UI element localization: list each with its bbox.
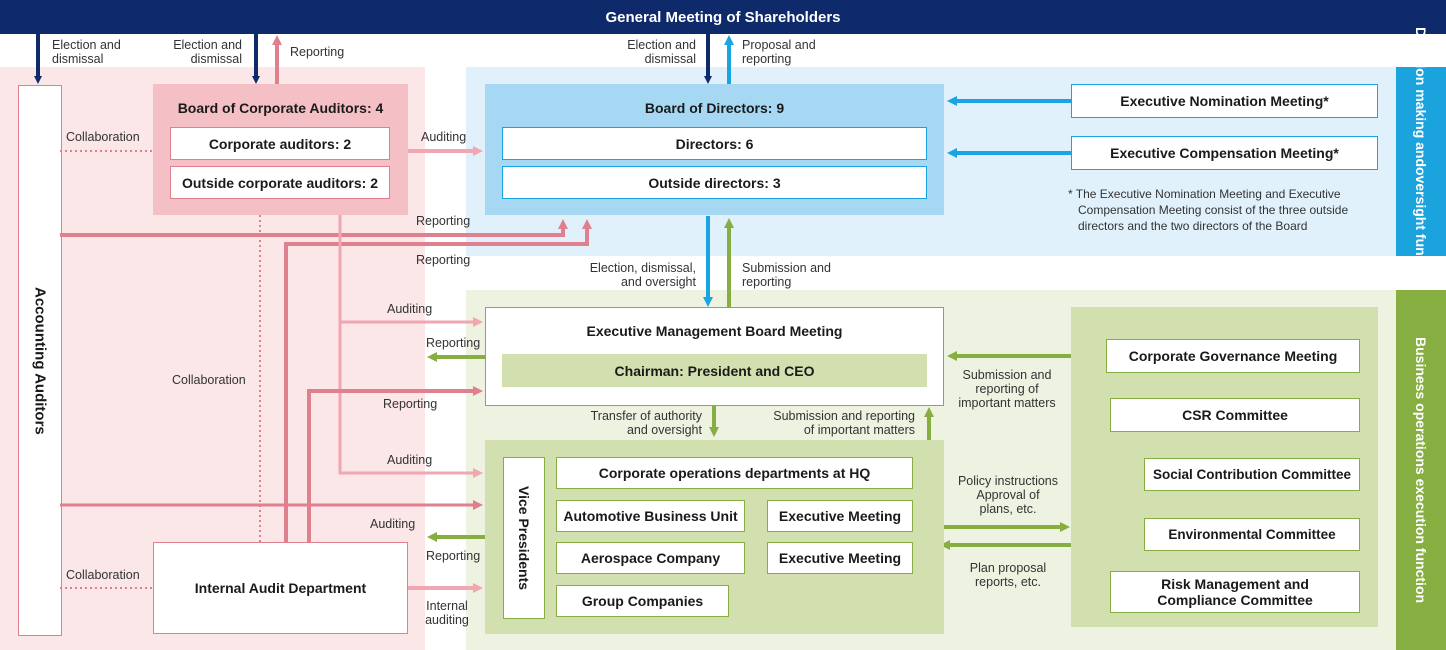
label-ia-line2: auditing	[425, 613, 469, 627]
corporate-governance-meeting-box: Corporate Governance Meeting	[1106, 339, 1360, 373]
csr-committee-box: CSR Committee	[1110, 398, 1360, 432]
corporate-auditors-box: Corporate auditors: 2	[170, 127, 390, 160]
label-election-dismissal-3: Election and dismissal	[606, 38, 696, 66]
business-side-text: Business operations execution function	[1413, 336, 1429, 604]
label-si2-line3: important matters	[958, 396, 1056, 410]
label-reporting-exec: Reporting	[426, 336, 481, 350]
label-internal-auditing: Internal auditing	[418, 599, 476, 627]
label-collaboration-top: Collaboration	[66, 130, 140, 144]
label-submission-important-2: Submission and reporting of important ma…	[947, 368, 1067, 410]
label-policy-line1: Policy instructions	[957, 474, 1059, 488]
label-collaboration-bottom: Collaboration	[66, 568, 140, 582]
footnote-line-2: Compensation Meeting consist of the thre…	[1078, 203, 1349, 217]
executive-meeting-automotive-box: Executive Meeting	[767, 500, 913, 532]
shareholders-header: General Meeting of Shareholders	[0, 0, 1446, 34]
business-side-label: Business operations execution function	[1396, 290, 1446, 650]
accounting-auditors-text: Accounting Auditors	[31, 286, 49, 435]
aerospace-company-box: Aerospace Company	[556, 542, 745, 574]
label-sr-line2: reporting	[742, 275, 792, 289]
footnote: * The Executive Nomination Meeting and E…	[1068, 186, 1348, 234]
label-ed3-line2: dismissal	[644, 52, 696, 66]
risk-line-2: Compliance Committee	[1157, 592, 1313, 608]
footnote-line-3: directors and the two directors of the B…	[1078, 219, 1308, 233]
executive-management-board-title: Executive Management Board Meeting	[586, 323, 843, 339]
label-reporting-mid: Reporting	[383, 397, 438, 411]
label-eo-line2: and oversight	[620, 275, 696, 289]
label-reporting-1: Reporting	[416, 214, 471, 228]
executive-meeting-aerospace-box: Executive Meeting	[767, 542, 913, 574]
label-eo-line1: Election, dismissal,	[589, 261, 696, 275]
label-pr-line1: Proposal and	[742, 38, 816, 52]
label-collaboration-mid: Collaboration	[172, 373, 246, 387]
label-ed1-line1: Election and	[52, 38, 121, 52]
label-auditing-ia: Auditing	[370, 517, 416, 531]
executive-compensation-meeting: Executive Compensation Meeting*	[1071, 136, 1378, 170]
label-si2-line2: reporting of	[975, 382, 1039, 396]
hq-departments-box: Corporate operations departments at HQ	[556, 457, 913, 489]
label-sr-line1: Submission and	[742, 261, 831, 275]
label-election-dismissal-1: Election and dismissal	[52, 38, 121, 66]
vice-presidents-text: Vice Presidents	[516, 485, 532, 591]
social-contribution-committee-box: Social Contribution Committee	[1144, 458, 1360, 491]
decision-side-line-2: oversight functions	[1413, 166, 1429, 297]
label-tr-line1: Transfer of authority	[590, 409, 702, 423]
environmental-committee-box: Environmental Committee	[1144, 518, 1360, 551]
shareholders-title: General Meeting of Shareholders	[605, 8, 841, 26]
label-auditing-exec: Auditing	[387, 302, 433, 316]
automotive-business-unit-box: Automotive Business Unit	[556, 500, 745, 532]
directors-box: Directors: 6	[502, 127, 927, 160]
label-auditing-board: Auditing	[421, 130, 467, 144]
chairman-box: Chairman: President and CEO	[502, 354, 927, 387]
label-election-dismissal-2: Election and dismissal	[160, 38, 242, 66]
label-si-line1: Submission and reporting	[773, 409, 915, 423]
risk-management-committee-box: Risk Management and Compliance Committee	[1110, 571, 1360, 613]
label-pp-line1: Plan proposal	[969, 561, 1047, 575]
label-ia-line1: Internal	[426, 599, 468, 613]
label-ed2-line1: Election and	[173, 38, 242, 52]
label-si2-line1: Submission and	[962, 368, 1052, 382]
label-reporting-top: Reporting	[290, 45, 345, 59]
label-pr-line2: reporting	[742, 52, 792, 66]
outside-directors-box: Outside directors: 3	[502, 166, 927, 199]
accounting-auditors-box: Accounting Auditors	[18, 85, 62, 636]
outside-corporate-auditors-box: Outside corporate auditors: 2	[170, 166, 390, 199]
executive-nomination-meeting: Executive Nomination Meeting*	[1071, 84, 1378, 118]
label-plan-proposal: Plan proposal reports, etc.	[945, 561, 1071, 589]
label-pp-line2: reports, etc.	[975, 575, 1041, 589]
label-transfer: Transfer of authority and oversight	[560, 409, 702, 437]
vice-presidents-box: Vice Presidents	[503, 457, 545, 619]
label-ed1-line2: dismissal	[52, 52, 104, 66]
footnote-line-1: * The Executive Nomination Meeting and E…	[1068, 187, 1341, 201]
label-proposal-reporting: Proposal and reporting	[742, 38, 816, 66]
label-auditing-ops: Auditing	[387, 453, 433, 467]
internal-audit-department: Internal Audit Department	[153, 542, 408, 634]
label-si-line2: of important matters	[803, 423, 915, 437]
label-reporting-2: Reporting	[416, 253, 471, 267]
label-election-oversight: Election, dismissal, and oversight	[576, 261, 696, 289]
label-ed3-line1: Election and	[627, 38, 696, 52]
label-reporting-ia: Reporting	[426, 549, 481, 563]
board-of-directors-title: Board of Directors: 9	[644, 100, 785, 116]
label-submission-reporting: Submission and reporting	[742, 261, 831, 289]
group-companies-box: Group Companies	[556, 585, 729, 617]
board-of-corporate-auditors-title: Board of Corporate Auditors: 4	[177, 100, 384, 116]
label-policy-line3: plans, etc.	[979, 502, 1037, 516]
decision-side-line-1: Decision making and	[1413, 26, 1429, 167]
label-submission-important: Submission and reporting of important ma…	[752, 409, 915, 437]
label-tr-line2: and oversight	[626, 423, 702, 437]
label-policy: Policy instructions Approval of plans, e…	[945, 474, 1071, 516]
label-ed2-line2: dismissal	[190, 52, 242, 66]
risk-line-1: Risk Management and	[1161, 576, 1309, 592]
label-policy-line2: Approval of	[976, 488, 1040, 502]
